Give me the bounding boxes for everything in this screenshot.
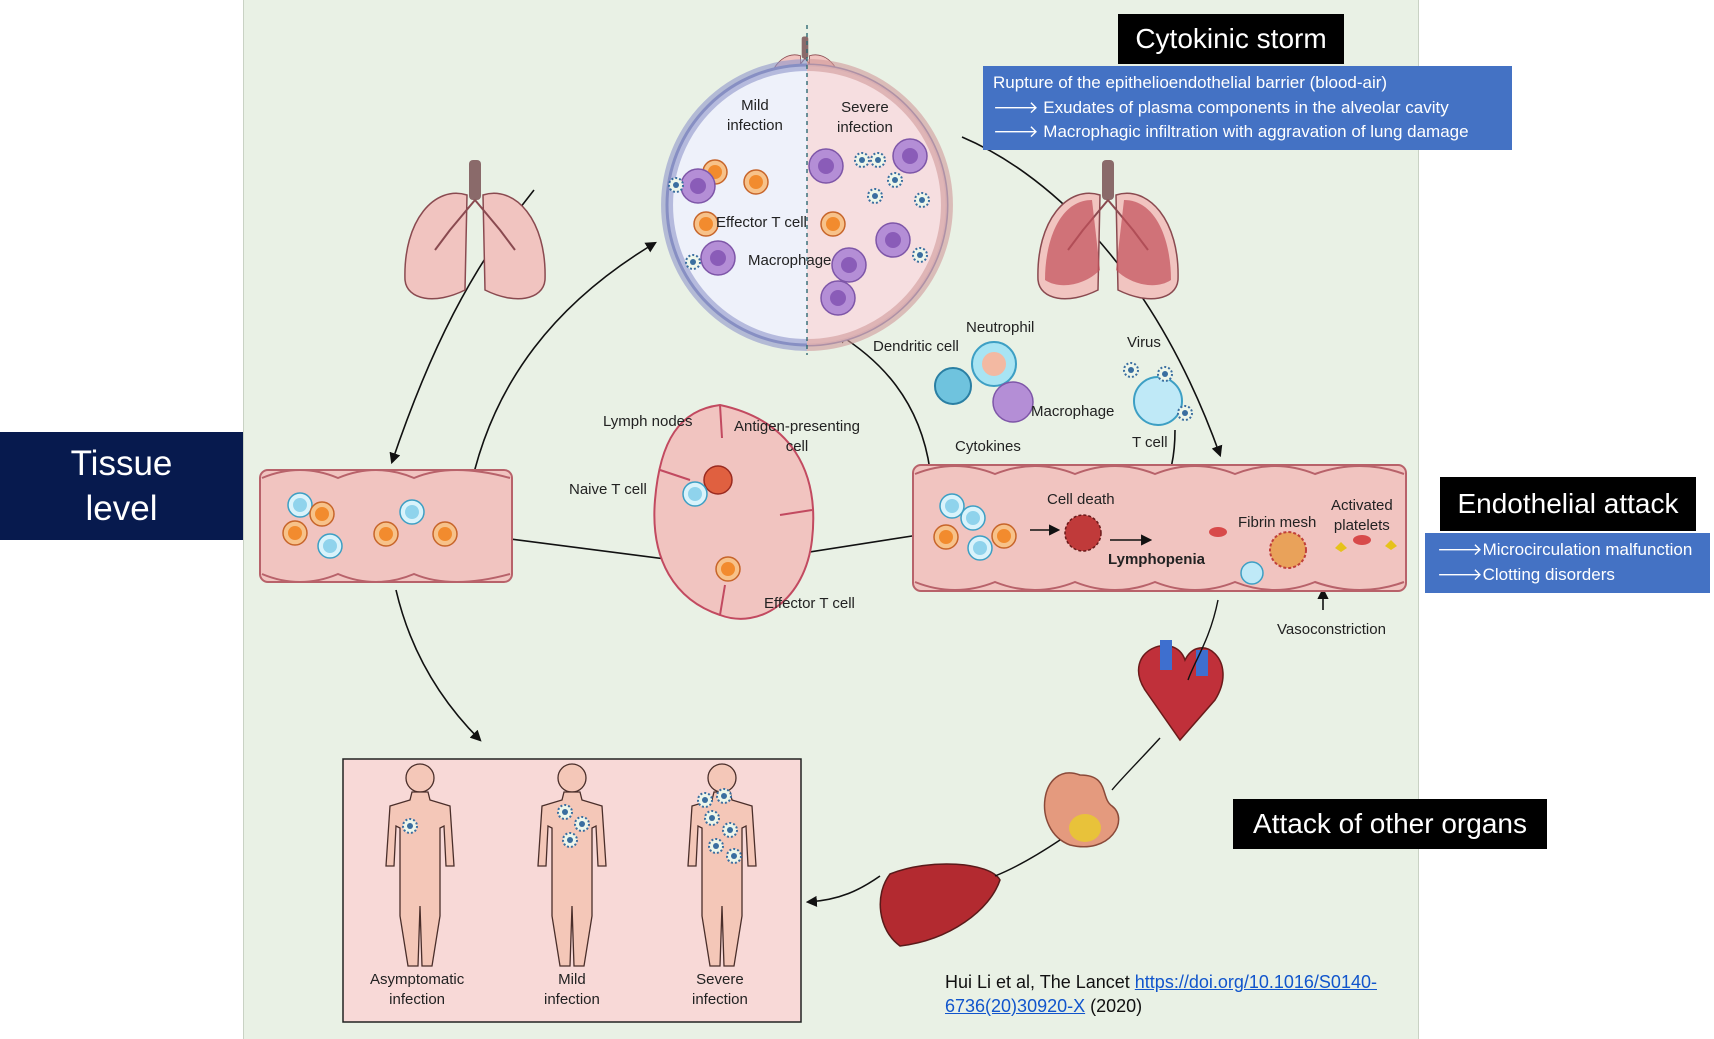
alveolus-severe-2: infection: [837, 118, 893, 136]
t-cell-label: T cell: [1132, 434, 1168, 451]
cytokinic-storm-title: Cytokinic storm: [1118, 14, 1344, 64]
activated-line-1: Activated: [1331, 497, 1393, 514]
cell-death-label: Cell death: [1047, 491, 1115, 508]
alveolus-mild-label: Mild infection: [727, 96, 783, 135]
heart: [1137, 640, 1224, 742]
cytokines-label: Cytokines: [955, 438, 1021, 455]
arrow-cytokines-to-alveolus: [836, 332, 931, 471]
alveolus-severe-1: Severe: [841, 99, 889, 116]
alveolus-effector-label: Effector T cell: [716, 214, 807, 231]
liver: [879, 863, 1001, 947]
naive-t-cell-label: Naive T cell: [569, 481, 647, 498]
cytokinic-storm-details: Rupture of the epithelioendothelial barr…: [983, 66, 1512, 150]
alveolus-mild-1: Mild: [741, 97, 769, 114]
apc-line-1: Antigen-presenting: [734, 418, 860, 435]
tissue-line-1: Tissue: [70, 443, 173, 483]
endothelial-attack-title: Endothelial attack: [1440, 477, 1696, 531]
asymptomatic-label: Asymptomatic infection: [370, 970, 464, 1009]
citation-year: (2020): [1085, 996, 1143, 1017]
storm-line-3: 🡒 Macrophagic infiltration with aggravat…: [993, 122, 1469, 142]
lungs-severe: [1036, 159, 1180, 300]
alveolus-mild-2: infection: [727, 116, 783, 134]
endo-line-2: 🡒Clotting disorders: [1437, 564, 1615, 584]
severe-outcome-label: Severe infection: [692, 970, 748, 1009]
blood-vessel-right: [912, 464, 1407, 592]
citation: Hui Li et al, The Lancet https://doi.org…: [945, 970, 1377, 1019]
alveolus-severe-label: Severe infection: [837, 98, 893, 137]
lymph-effector-label: Effector T cell: [764, 595, 855, 612]
kidney: [1043, 772, 1120, 848]
blood-vessel-left: [259, 469, 513, 583]
storm-line-2: 🡒 Exudates of plasma components in the a…: [993, 97, 1449, 117]
immune-cells: [934, 341, 1193, 426]
dendritic-cell-label: Dendritic cell: [873, 338, 959, 355]
severe-line-2: infection: [692, 990, 748, 1008]
lymph-nodes-label: Lymph nodes: [603, 413, 693, 430]
asym-line-1: Asymptomatic: [370, 971, 465, 988]
activated-platelets-label: Activated platelets: [1331, 496, 1393, 535]
outcomes-box: [342, 758, 802, 1023]
mild-line-1: Mild: [558, 971, 586, 988]
severe-line-1: Severe: [696, 971, 744, 988]
tissue-line-2: level: [85, 489, 158, 528]
fibrin-mesh-label: Fibrin mesh: [1238, 514, 1317, 531]
asym-line-2: infection: [389, 990, 446, 1008]
lymph-node: [653, 403, 815, 620]
tissue-level-label: Tissue level: [0, 432, 243, 540]
neutrophil-label: Neutrophil: [966, 319, 1035, 336]
apc-label: Antigen-presenting cell: [734, 417, 860, 456]
mild-outcome-label: Mild infection: [544, 970, 600, 1009]
endo-line-1: 🡒Microcirculation malfunction: [1437, 540, 1693, 559]
apc-line-2: cell: [785, 437, 809, 455]
virus-label: Virus: [1127, 334, 1161, 351]
mild-line-2: infection: [544, 990, 600, 1008]
alveolus: [661, 25, 953, 355]
citation-link-2[interactable]: 6736(20)30920-X: [945, 996, 1086, 1017]
arrow-liver-to-outcomes: [805, 875, 881, 908]
vasoconstriction-label: Vasoconstriction: [1277, 621, 1386, 638]
endothelial-attack-details: 🡒Microcirculation malfunction 🡒Clotting …: [1425, 533, 1710, 593]
storm-line-1: Rupture of the epithelioendothelial barr…: [993, 73, 1388, 92]
citation-text: Hui Li et al, The Lancet: [945, 972, 1135, 992]
citation-link-1[interactable]: https://doi.org/10.1016/S0140-: [1134, 972, 1377, 992]
arrow-vessel-to-outcomes: [395, 589, 482, 742]
lymphopenia-label: Lymphopenia: [1108, 551, 1205, 568]
other-organs-title: Attack of other organs: [1233, 799, 1547, 849]
macrophage-label: Macrophage: [1031, 403, 1115, 420]
arrow-vessel-to-alveolus: [467, 241, 657, 501]
activated-line-2: platelets: [1333, 516, 1390, 534]
lungs-mild: [403, 159, 547, 300]
alveolus-macrophage-label: Macrophage: [748, 252, 832, 269]
